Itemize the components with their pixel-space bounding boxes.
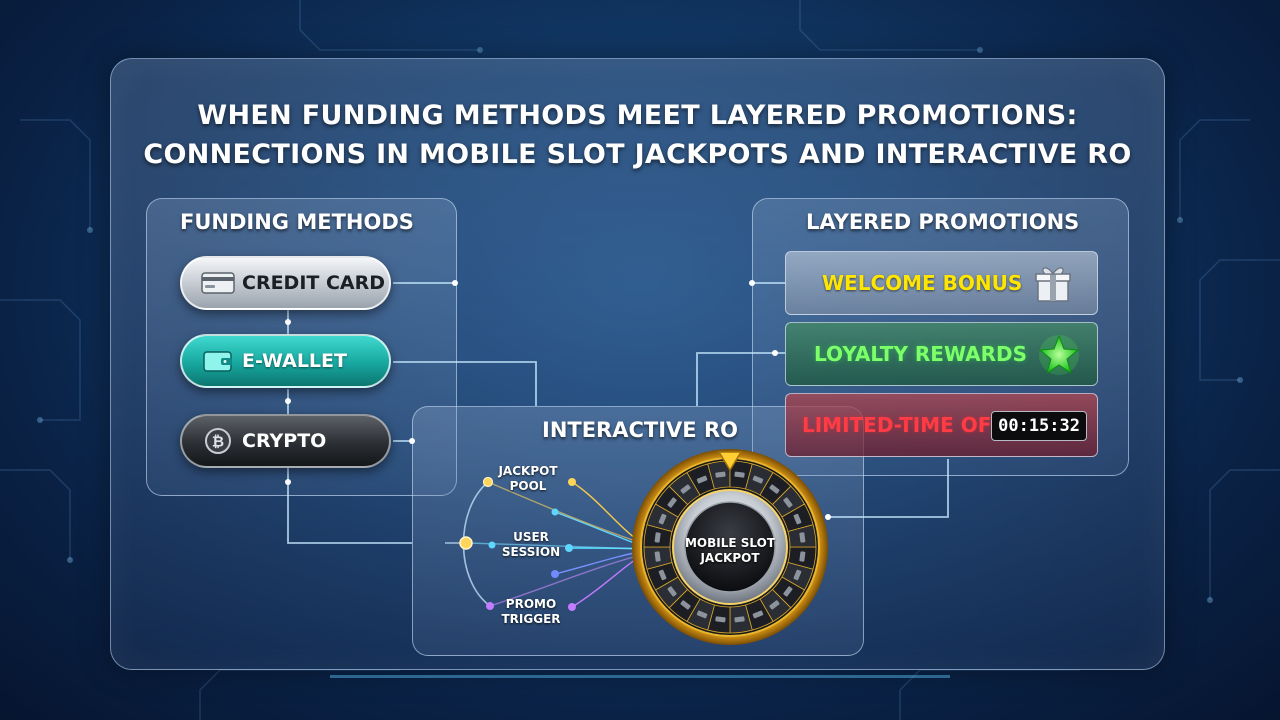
welcome-bonus-promo[interactable]: WELCOME BONUS — [785, 251, 1098, 315]
crypto-label: CRYPTO — [242, 430, 327, 452]
user-session-node[interactable]: USER SESSION — [498, 530, 564, 560]
promo-trigger-line-1: PROMO — [505, 597, 557, 611]
loyalty-rewards-promo[interactable]: LOYALTY REWARDS — [785, 322, 1098, 386]
countdown-timer: 00:15:32 — [991, 411, 1087, 441]
jackpot-pool-line-1: JACKPOT — [498, 464, 558, 478]
limited-time-offer-promo[interactable]: LIMITED-TIME OFFER 00:15:32 — [785, 393, 1098, 457]
layered-promotions-title: LAYERED PROMOTIONS — [806, 210, 1080, 234]
jackpot-pool-line-2: POOL — [509, 479, 547, 493]
funding-methods-title: FUNDING METHODS — [180, 210, 414, 234]
wheel-label-line-2: JACKPOT — [700, 551, 760, 565]
interactive-ro-title: INTERACTIVE RO — [542, 418, 738, 442]
wallet-icon — [200, 348, 236, 374]
credit-card-button[interactable]: CREDIT CARD — [180, 256, 391, 310]
svg-text:₿: ₿ — [212, 433, 224, 451]
user-session-line-1: USER — [513, 530, 549, 544]
credit-card-icon — [200, 270, 236, 296]
wheel-label-line-1: MOBILE SLOT — [684, 536, 776, 550]
user-session-line-2: SESSION — [501, 545, 561, 559]
page-title: WHEN FUNDING METHODS MEET LAYERED PROMOT… — [110, 96, 1165, 174]
jackpot-pool-node[interactable]: JACKPOT POOL — [496, 464, 560, 494]
bitcoin-icon: ₿ — [200, 428, 236, 454]
credit-card-label: CREDIT CARD — [242, 272, 386, 294]
e-wallet-label: E-WALLET — [242, 350, 347, 372]
mobile-slot-jackpot-label: MOBILE SLOT JACKPOT — [672, 536, 788, 566]
e-wallet-button[interactable]: E-WALLET — [180, 334, 391, 388]
title-line-2: CONNECTIONS IN MOBILE SLOT JACKPOTS AND … — [143, 139, 1132, 170]
promo-trigger-node[interactable]: PROMO TRIGGER — [498, 597, 564, 627]
promo-trigger-line-2: TRIGGER — [501, 612, 561, 626]
gift-icon — [1035, 267, 1071, 302]
star-icon — [1038, 334, 1080, 375]
welcome-bonus-label: WELCOME BONUS — [822, 271, 1023, 295]
crypto-button[interactable]: ₿ CRYPTO — [180, 414, 391, 468]
loyalty-rewards-label: LOYALTY REWARDS — [814, 342, 1027, 366]
title-line-1: WHEN FUNDING METHODS MEET LAYERED PROMOT… — [197, 100, 1078, 131]
